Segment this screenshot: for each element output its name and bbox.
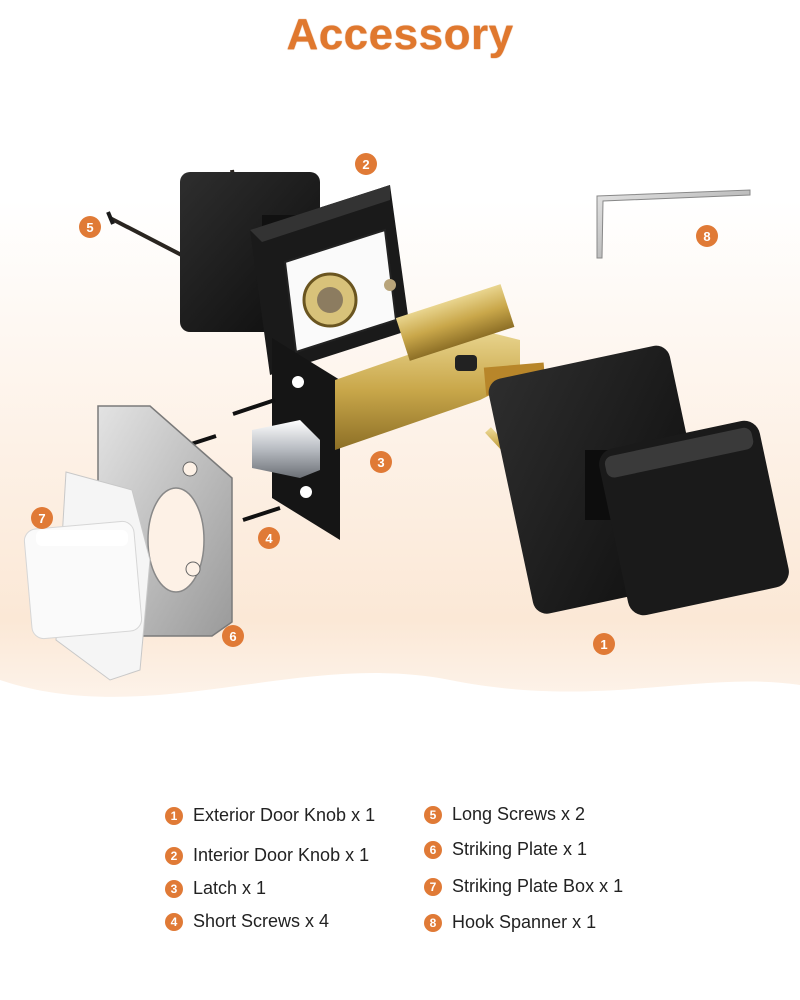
legend-item-7: 7 Striking Plate Box x 1 xyxy=(424,876,623,897)
legend-item-1: 1 Exterior Door Knob x 1 xyxy=(165,805,375,826)
legend-number: 8 xyxy=(424,913,442,932)
legend-text: Exterior Door Knob x 1 xyxy=(193,805,376,825)
legend-text: Interior Door Knob x 1 xyxy=(193,845,370,865)
legend-text: Latch x 1 xyxy=(193,878,267,898)
callout-4: 4 xyxy=(258,527,280,549)
legend-number: 7 xyxy=(424,877,442,896)
background-wave xyxy=(0,673,800,800)
legend-item-3: 3 Latch x 1 xyxy=(165,878,266,899)
latch xyxy=(252,284,547,540)
striking-plate-box xyxy=(23,471,151,681)
callout-6: 6 xyxy=(222,625,244,647)
legend-number: 2 xyxy=(165,846,183,865)
callout-2: 2 xyxy=(355,153,377,175)
legend-item-5: 5 Long Screws x 2 xyxy=(424,804,585,825)
hook-spanner xyxy=(596,189,751,259)
legend-text: Striking Plate x 1 xyxy=(452,839,588,859)
product-illustration xyxy=(23,169,789,681)
callout-1: 1 xyxy=(593,633,615,655)
legend-text: Long Screws x 2 xyxy=(452,804,586,824)
legend-number: 4 xyxy=(165,912,183,931)
legend-text: Hook Spanner x 1 xyxy=(452,912,597,932)
callout-3: 3 xyxy=(370,451,392,473)
legend-number: 1 xyxy=(165,806,183,825)
legend-text: Short Screws x 4 xyxy=(193,911,330,931)
page-title: Accessory xyxy=(286,10,514,59)
legend-item-8: 8 Hook Spanner x 1 xyxy=(424,912,596,933)
legend-number: 5 xyxy=(424,805,442,824)
striking-plate xyxy=(97,405,233,637)
legend-text: Striking Plate Box x 1 xyxy=(452,876,624,896)
exterior-door-knob xyxy=(485,345,789,616)
legend-number: 3 xyxy=(165,879,183,898)
legend-item-6: 6 Striking Plate x 1 xyxy=(424,839,587,860)
legend-number: 6 xyxy=(424,840,442,859)
legend-item-4: 4 Short Screws x 4 xyxy=(165,911,329,932)
legend-item-2: 2 Interior Door Knob x 1 xyxy=(165,845,369,866)
interior-door-knob xyxy=(180,172,410,375)
parts-legend: 1 Exterior Door Knob x 1 2 Interior Door… xyxy=(0,795,800,955)
callout-7: 7 xyxy=(31,507,53,529)
callout-8: 8 xyxy=(696,225,718,247)
callout-5: 5 xyxy=(79,216,101,238)
